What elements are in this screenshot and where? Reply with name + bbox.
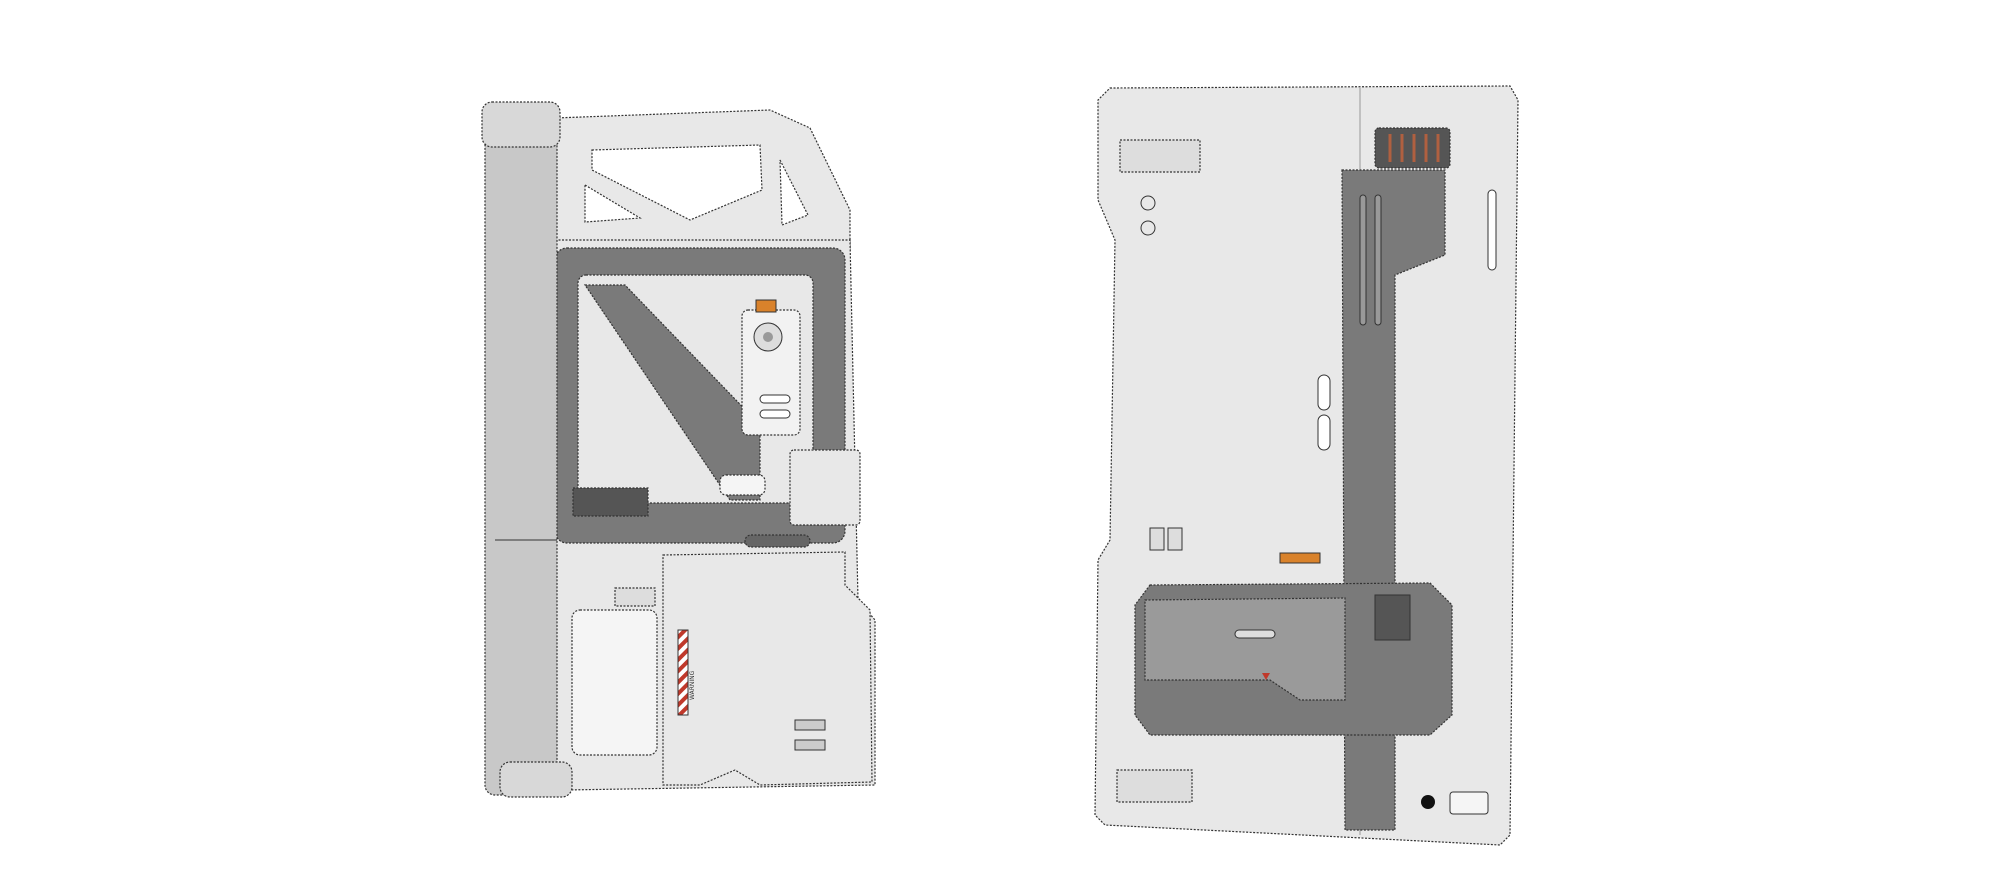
side-slot — [1487, 189, 1497, 271]
tab — [1167, 527, 1183, 551]
diagonal-brace — [583, 284, 761, 501]
warning-decal-text: WARNING — [689, 670, 696, 700]
slot — [759, 394, 791, 404]
dark-block — [572, 487, 649, 517]
pipe-cap-bottom — [499, 761, 573, 798]
backpack-frame-front: WARNING — [481, 101, 876, 798]
pipe-cap-top — [481, 101, 561, 148]
module-connector — [1374, 594, 1411, 641]
slot — [759, 409, 791, 419]
latch-block — [789, 449, 861, 526]
port-icon — [1421, 795, 1435, 809]
lower-plate — [662, 551, 873, 786]
pocket — [571, 609, 658, 756]
warning-triangle-icon — [1262, 673, 1270, 680]
vent-grille — [744, 534, 811, 548]
hole — [1140, 220, 1156, 236]
dial-center — [763, 332, 773, 342]
orange-decal — [755, 299, 777, 313]
pocket-label — [614, 587, 656, 607]
top-frame-cutout-large — [591, 144, 763, 221]
top-frame-cutout-small — [584, 183, 642, 223]
orange-decal — [1279, 552, 1321, 564]
dark-module-inset — [1144, 597, 1346, 701]
rail-slot — [1359, 194, 1367, 326]
backpack-frame-back — [1094, 85, 1519, 846]
connector-pins — [1388, 134, 1440, 162]
bottom-recess — [1116, 769, 1193, 803]
cylinder-pipe — [484, 104, 558, 796]
speaker-grille — [1449, 791, 1489, 815]
slot — [1317, 414, 1331, 451]
module-slot — [1234, 629, 1276, 639]
vent — [794, 739, 826, 751]
vent — [794, 719, 826, 731]
warning-stripe — [677, 629, 689, 716]
top-frame-cutout-side — [779, 159, 809, 226]
hole — [1140, 195, 1156, 211]
latch-pin — [719, 474, 766, 496]
rail-slot — [1374, 194, 1382, 326]
slot — [1317, 374, 1331, 411]
top-recess — [1119, 139, 1201, 173]
tab — [1149, 527, 1165, 551]
